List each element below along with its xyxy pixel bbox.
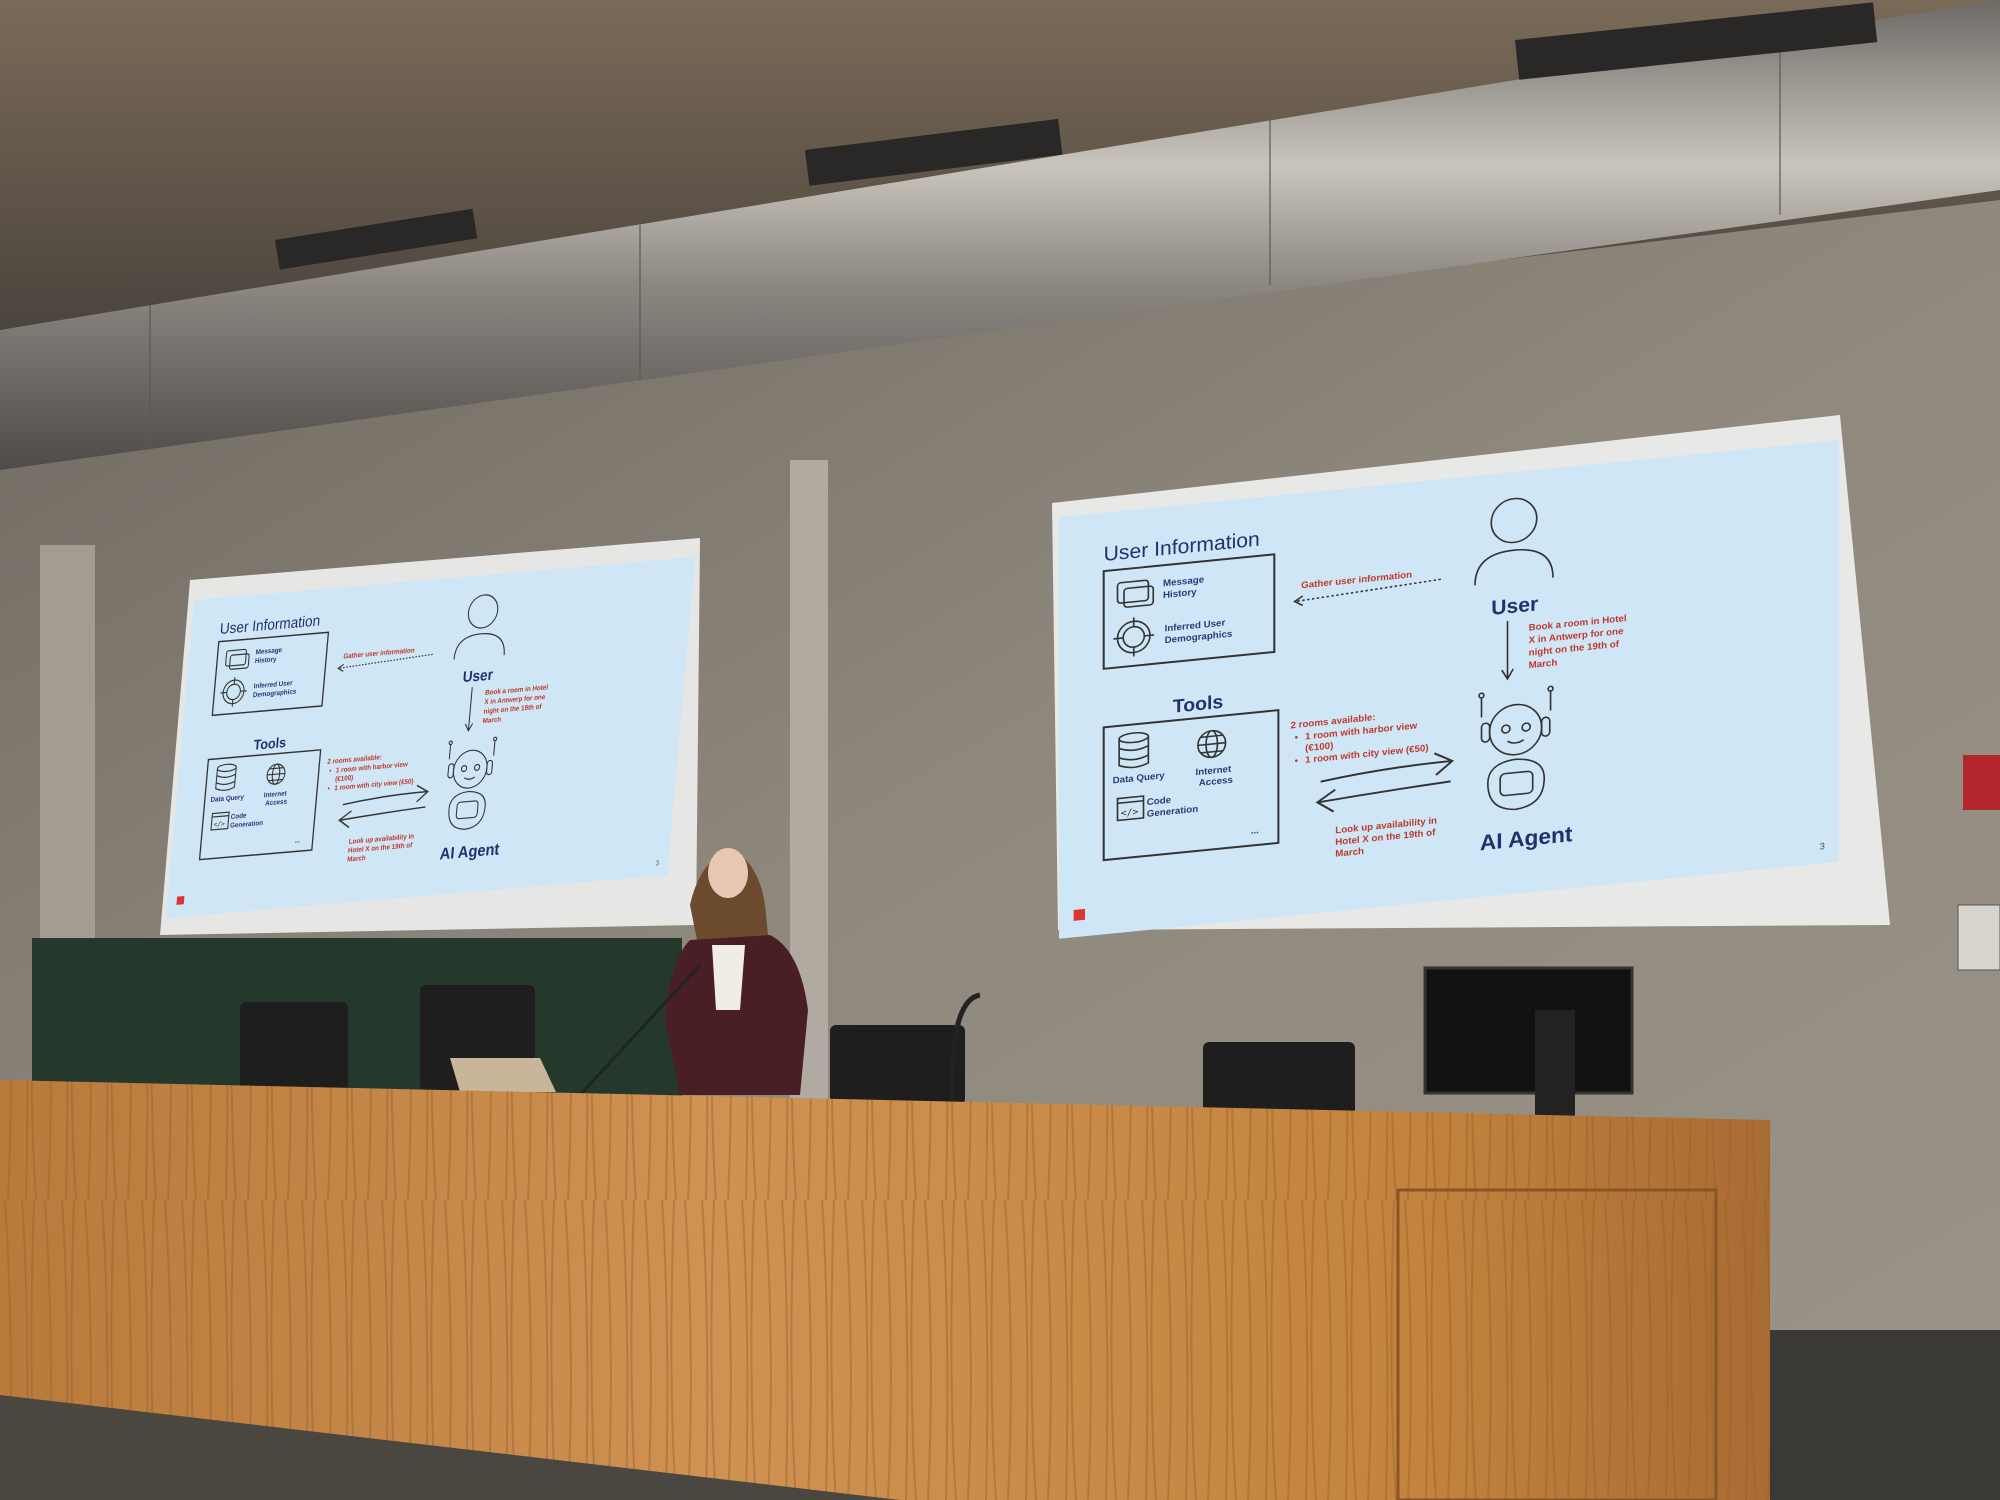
microphone-stand <box>578 963 702 1097</box>
message-history-label: History <box>1163 587 1197 601</box>
lookup-line: March <box>1335 846 1364 860</box>
svg-text:</>: </> <box>1121 807 1139 820</box>
camera-warning-sign <box>1963 755 2000 810</box>
wood-grain <box>0 1080 1770 1500</box>
chair <box>1203 1042 1355 1117</box>
request-line: March <box>1529 658 1558 672</box>
code-generation-label: Code <box>1147 795 1171 808</box>
arrowhead-icon <box>1293 595 1304 607</box>
user-icon <box>1474 497 1554 586</box>
user-label: User <box>1491 593 1538 620</box>
presenter <box>665 848 808 1095</box>
message-history-label: Message <box>1163 575 1204 590</box>
air-vent <box>275 208 478 270</box>
left-arrow <box>1315 780 1451 813</box>
database-icon <box>1118 731 1150 769</box>
robot-icon <box>1478 685 1554 811</box>
right-arrow <box>1320 752 1455 783</box>
chat-icon <box>1116 579 1155 608</box>
laptop <box>450 1058 556 1092</box>
code-generation-label: Generation <box>1147 804 1199 820</box>
globe-icon <box>1197 729 1227 759</box>
gooseneck-microphone <box>949 992 981 1101</box>
air-vent <box>1515 2 1878 80</box>
right-slide: User Information Message History Inferre… <box>1059 440 1839 939</box>
internet-access-label: Internet <box>1196 764 1233 778</box>
ventilation-duct <box>0 0 2000 470</box>
data-query-label: Data Query <box>1113 770 1166 786</box>
tools-title: Tools <box>1173 692 1224 718</box>
slide-background <box>1059 440 1839 939</box>
slide-page-number: 3 <box>1820 841 1825 852</box>
air-vent <box>805 118 1063 186</box>
desk-cabinet-door[interactable] <box>1396 1188 1718 1500</box>
chalkboard <box>32 938 682 1096</box>
duct-ribs <box>149 35 1781 450</box>
svg-text:•: • <box>1295 756 1299 767</box>
floor <box>0 1395 900 1500</box>
response-bullet: (€100) <box>1305 741 1333 755</box>
internet-access-label: Access <box>1199 775 1233 789</box>
down-arrow <box>1501 621 1514 681</box>
floor <box>1770 1330 2000 1500</box>
chair <box>830 1025 965 1105</box>
slide-content: User Information Message History Inferre… <box>1059 440 1839 939</box>
more-tools-ellipsis: ... <box>1251 825 1259 837</box>
svg-text:•: • <box>1295 732 1299 743</box>
target-user-icon <box>1113 617 1155 657</box>
monitor <box>1423 966 1634 1095</box>
tools-box <box>1102 709 1280 862</box>
code-icon: </> <box>1116 795 1145 822</box>
university-logo <box>1073 908 1085 921</box>
left-slide-copy <box>165 556 696 919</box>
left-slide <box>165 556 696 919</box>
monitor-stand <box>1535 1010 1575 1122</box>
wall-panel <box>1957 904 2000 971</box>
user-info-box <box>1102 553 1276 670</box>
chair <box>240 1002 348 1092</box>
